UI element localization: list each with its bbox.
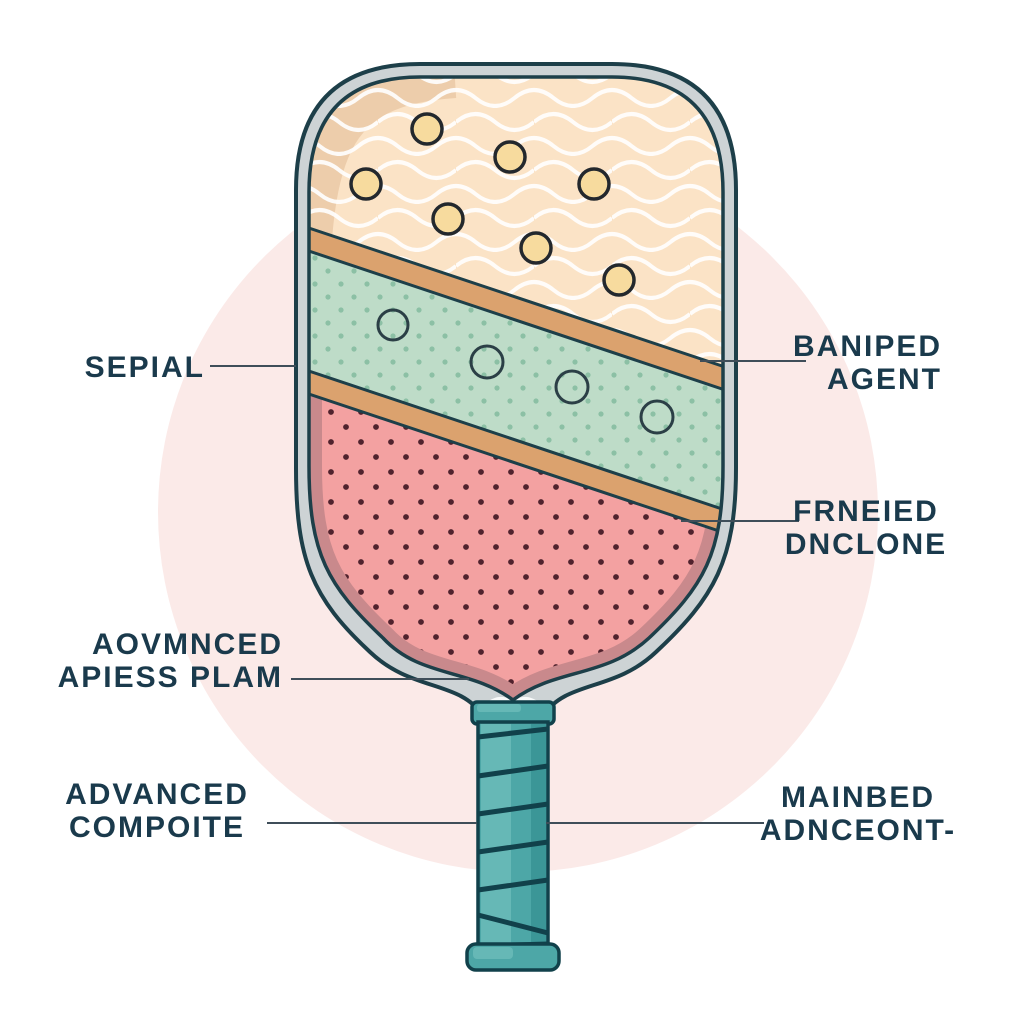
handle-grip-shade <box>531 724 546 946</box>
label-sepial: SEPIAL <box>40 351 205 384</box>
leader-lines <box>210 360 806 824</box>
handle-grip-highlight <box>481 724 511 946</box>
label-line: APIESS PLAM <box>57 661 283 694</box>
label-line: AGENT <box>827 363 942 396</box>
label-line: SEPIAL <box>84 351 205 384</box>
wave-texture <box>309 77 723 402</box>
label-line: BANIPED <box>792 330 942 363</box>
face-divider-1 <box>309 182 723 428</box>
label-frneied: FRNEIED DNCLONE <box>760 495 972 561</box>
label-line: FRNEIED <box>793 495 939 528</box>
handle <box>465 700 561 972</box>
label-advanced: ADVANCED COMPOITE <box>26 778 288 844</box>
face-divider-2 <box>309 325 723 571</box>
yellow-circles <box>349 112 636 297</box>
label-mainbed: MAINBED ADNCEONT- <box>727 781 989 847</box>
pink-dot-texture <box>309 351 723 700</box>
label-line: ADNCEONT- <box>759 814 957 847</box>
face-outline <box>307 75 725 703</box>
label-line: AOVMNCED <box>91 628 283 661</box>
label-line: COMPOITE <box>68 811 245 844</box>
green-ring-circles <box>376 308 675 435</box>
green-dot-texture <box>309 208 723 546</box>
label-aovmnced: AOVMNCED APIESS PLAM <box>43 628 283 694</box>
label-line: MAINBED <box>781 781 935 814</box>
handle-collar-highlight <box>477 704 521 712</box>
label-line: ADVANCED <box>65 778 249 811</box>
handle-butt-highlight <box>473 947 513 959</box>
label-line: DNCLONE <box>784 528 948 561</box>
label-baniped: BANIPED AGENT <box>770 330 942 396</box>
